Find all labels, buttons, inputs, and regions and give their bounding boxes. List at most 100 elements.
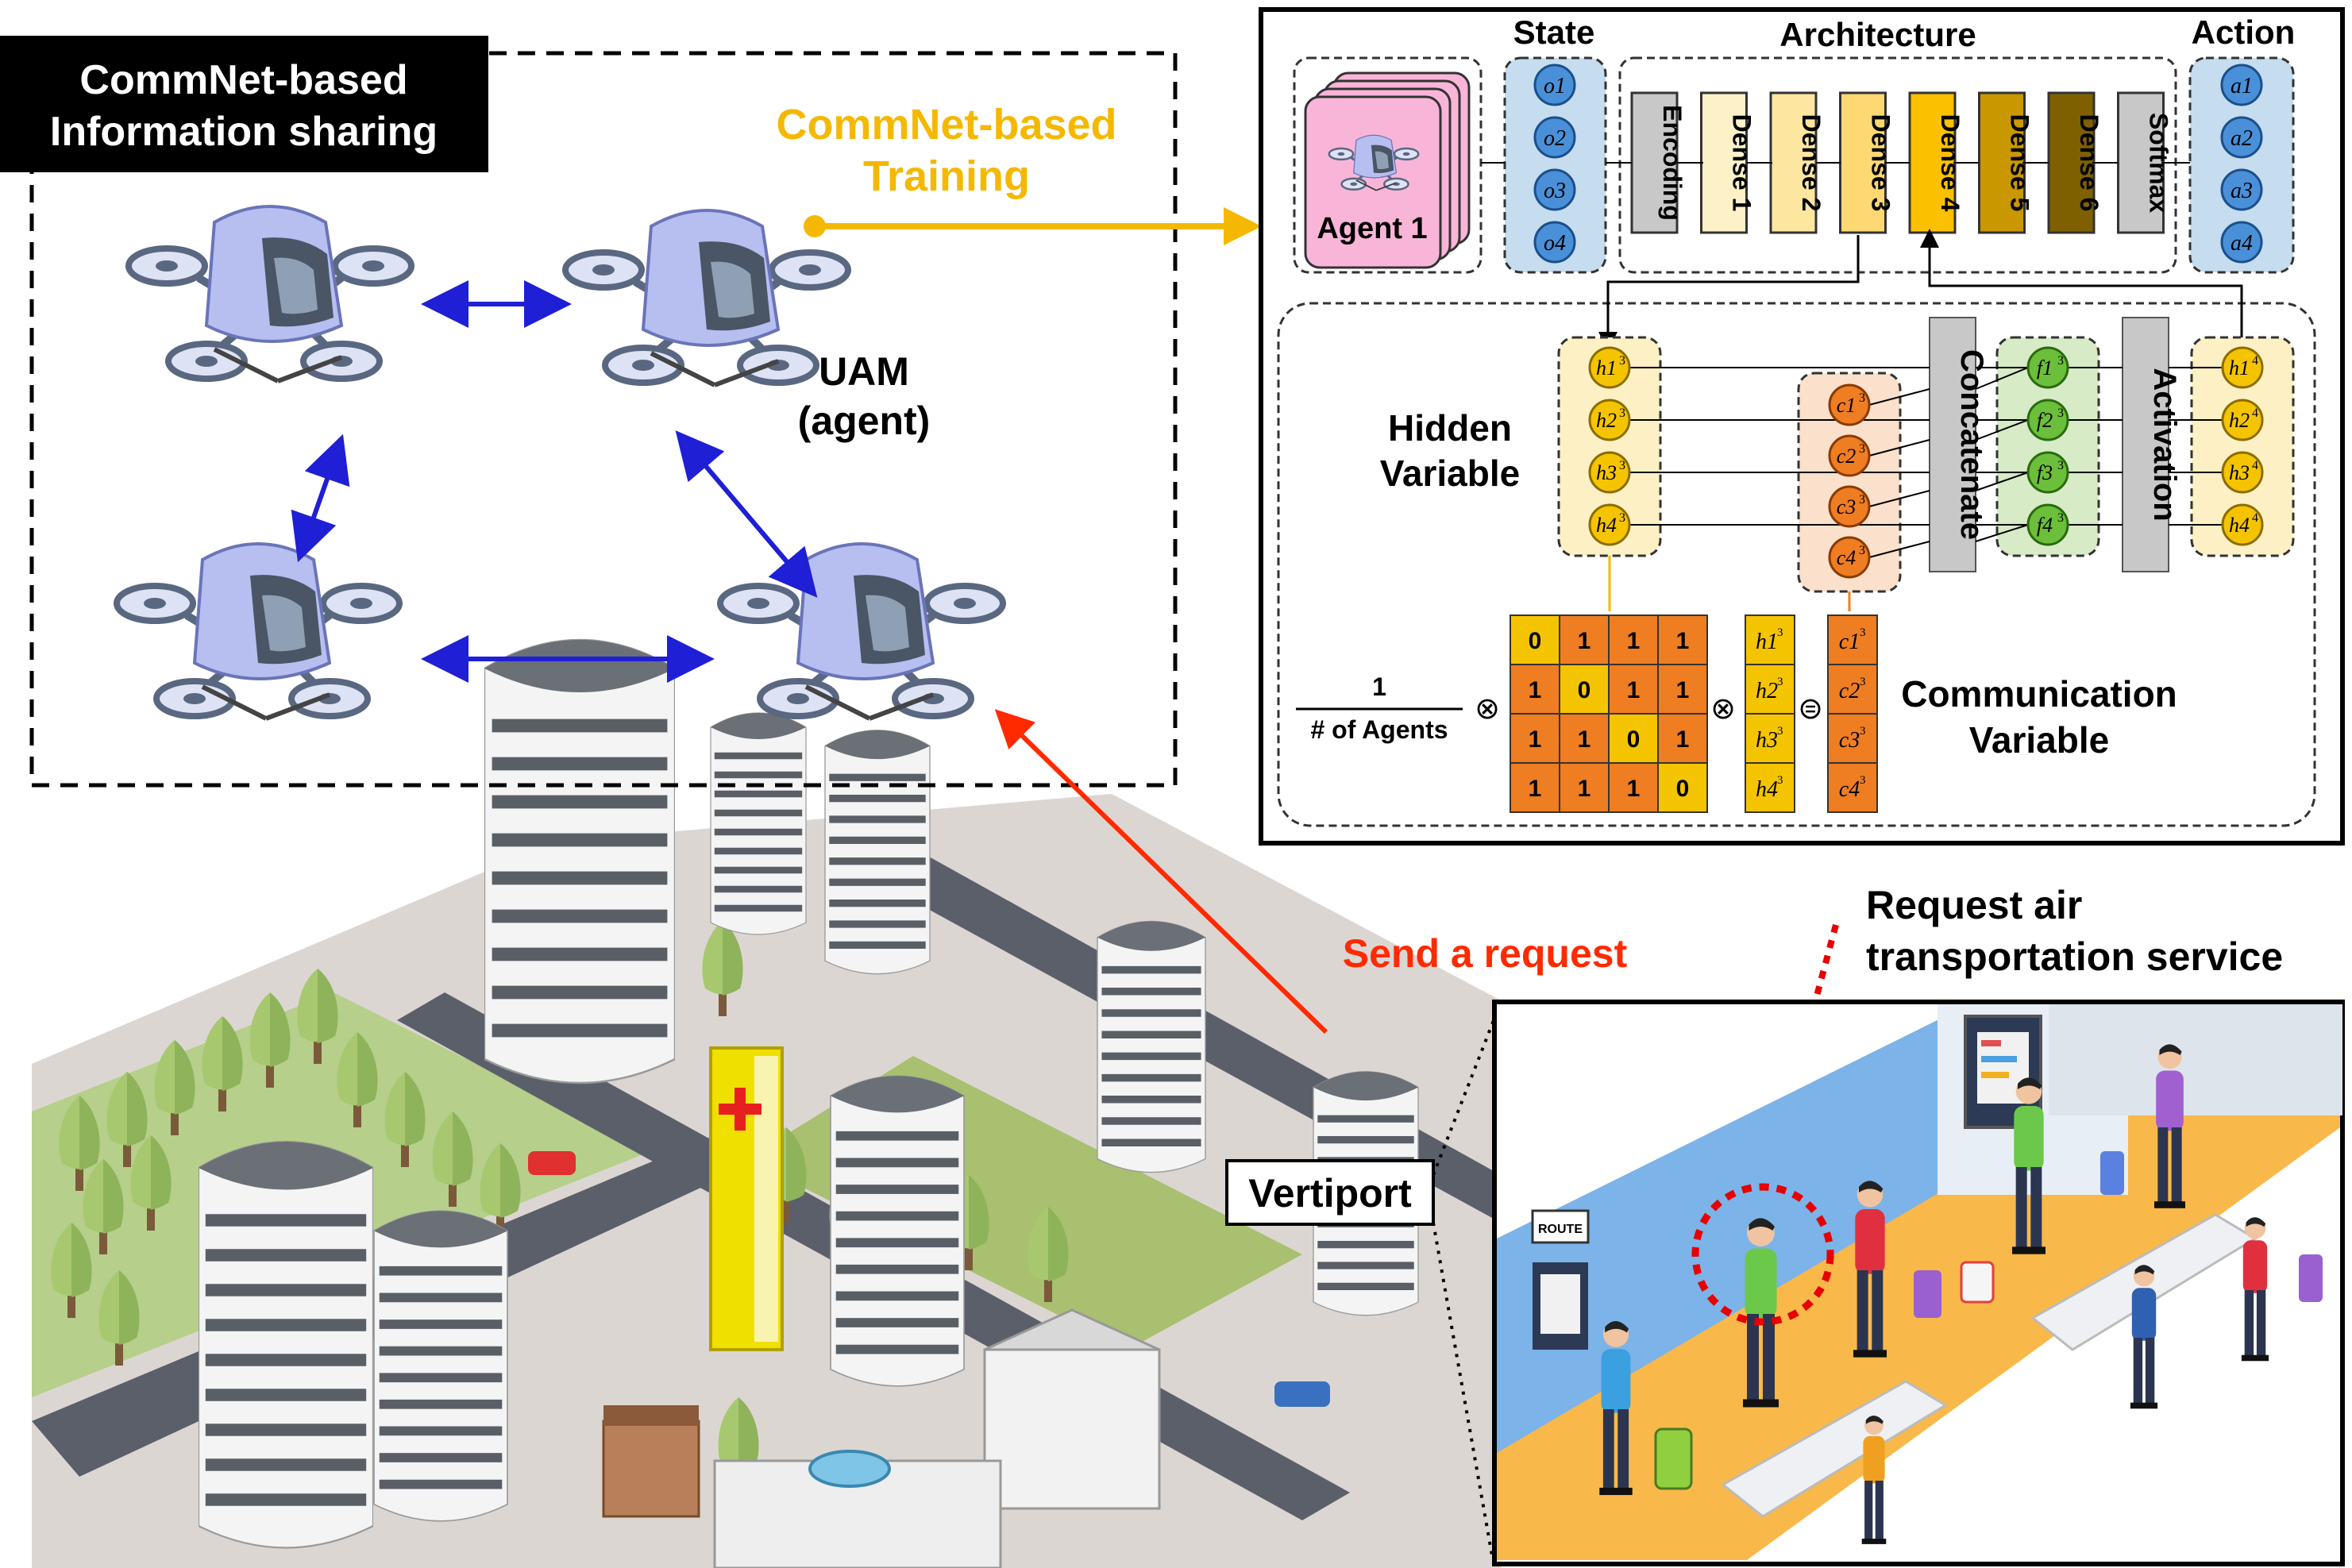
action-node-2: a2 [2231, 126, 2253, 151]
output-node-1 [2221, 346, 2264, 389]
comm-vector-cell-4 [1827, 762, 1878, 813]
hidden-node-4 [1588, 503, 1631, 546]
arrow-diagonal [675, 430, 818, 598]
uam-label-line2: (agent) [798, 399, 931, 443]
comm-node-2-sup: 3 [1859, 442, 1865, 456]
output-node-4-sup: 4 [2252, 511, 2258, 525]
action-node-1: a1 [2231, 74, 2253, 98]
matrix-cell-2-0 [1510, 713, 1560, 764]
comm-label-line1: Communication [1901, 673, 2177, 715]
dense3-to-hidden [1598, 235, 1860, 351]
agent-stack [1304, 71, 1471, 269]
hidden-vector-label-2: h2 [1756, 679, 1778, 703]
matrix-value-0-3: 1 [1676, 628, 1690, 654]
hidden-column [1557, 336, 1662, 557]
training-label-line1: CommNet-based [776, 101, 1116, 148]
uam-drone-top-right [565, 210, 848, 385]
f-node-4-sup: 3 [2057, 511, 2064, 525]
zoom-line-top [1432, 1011, 1498, 1176]
matrix-value-3-0: 1 [1529, 776, 1542, 802]
equals-symbol: ⊜ [1798, 692, 1823, 726]
hidden-node-2-sup: 3 [1619, 406, 1625, 420]
hidden-vector-sup-4: 3 [1777, 774, 1783, 787]
info-sharing-title-bg [0, 36, 488, 172]
state-node-2: o2 [1544, 126, 1566, 151]
hidden-vector-cell-1 [1745, 614, 1795, 665]
comm-vector-sup-2: 3 [1860, 676, 1866, 688]
matrix-cell-0-3 [1657, 614, 1708, 665]
hidden-node-1-label: h1 [1596, 356, 1617, 379]
hidden-vector-cell-4 [1745, 762, 1795, 813]
arrow-left [291, 433, 350, 563]
matrix-value-2-1: 1 [1578, 726, 1591, 753]
comm-vector-label-4: c4 [1839, 777, 1860, 802]
hidden-node-3 [1588, 451, 1631, 494]
hidden-node-4-sup: 3 [1619, 511, 1625, 525]
hidden-node-3-label: h3 [1596, 461, 1617, 484]
matrix-value-1-0: 1 [1529, 677, 1542, 703]
matrix-cell-3-2 [1608, 762, 1659, 813]
times-symbol-2: ⊗ [1710, 692, 1736, 726]
vertiport-label-box [1225, 1159, 1435, 1226]
comm-vector-label-2: c2 [1839, 679, 1860, 703]
activation-label: Activation [2147, 368, 2182, 521]
hidden-vector-cell-2 [1745, 664, 1795, 715]
state-heading: State [1513, 13, 1595, 51]
uam-drone-bottom-left [117, 544, 399, 719]
action-column [2188, 56, 2295, 274]
hidden-node-4-label: h4 [1596, 514, 1617, 537]
comm-node-4-sup: 3 [1859, 544, 1865, 557]
output-node-4-label: h4 [2229, 514, 2250, 537]
vertiport-interior: ROUTE [1492, 1000, 2345, 1566]
output-node-3 [2221, 451, 2264, 494]
comm-vector-label-3: c3 [1839, 728, 1860, 753]
comm-node-3-sup: 3 [1859, 493, 1865, 507]
matrix-value-1-2: 1 [1627, 677, 1641, 703]
route-sign-label: ROUTE [1538, 1223, 1583, 1236]
activation-block [2122, 317, 2169, 572]
matrix-cell-0-1 [1559, 614, 1610, 665]
comm-node-4-label: c4 [1837, 546, 1857, 569]
request-highlight-circle [1691, 1183, 1834, 1326]
hidden-node-3-sup: 3 [1619, 459, 1625, 472]
action-node-3: a3 [2231, 179, 2253, 203]
matrix-cell-2-2 [1608, 713, 1659, 764]
comm-vector-cell-3 [1827, 713, 1878, 764]
f-node-1-label: f1 [2037, 356, 2053, 379]
request-label-line2: transportation service [1866, 934, 2283, 979]
edge-concat-comm-1 [1975, 367, 2029, 390]
matrix-value-0-0: 0 [1529, 628, 1542, 654]
hidden-vector-label-4: h4 [1756, 777, 1778, 802]
action-nodes: a1 a2 a3 a4 [2220, 64, 2263, 264]
buildings [199, 640, 1418, 1568]
edge-comm-2 [1868, 439, 1930, 457]
output-node-2-label: h2 [2229, 409, 2250, 432]
output-node-2-sup: 4 [2252, 406, 2258, 420]
uam-drone-bottom-right [720, 544, 1003, 719]
comm-node-2-label: c2 [1837, 445, 1857, 468]
edge-concat-comm-2 [1975, 419, 2029, 441]
state-column [1503, 56, 1607, 274]
f-node-2-sup: 3 [2057, 406, 2064, 420]
architecture-heading: Architecture [1779, 16, 1976, 53]
output-node-1-label: h1 [2229, 356, 2250, 379]
route-sign [1531, 1209, 1590, 1244]
comm-node-2 [1828, 434, 1871, 477]
hidden-vector-sup-2: 3 [1777, 676, 1783, 688]
comm-node-3 [1828, 485, 1871, 528]
output-node-2 [2221, 399, 2264, 441]
matrix-value-2-0: 1 [1529, 726, 1542, 753]
hidden-label-line1: Hidden [1388, 407, 1512, 449]
comm-vector-label-1: c1 [1839, 630, 1860, 654]
matrix-value-0-1: 1 [1578, 628, 1591, 654]
layer-softmax [2117, 91, 2165, 234]
hidden-node-2 [1588, 399, 1631, 441]
low-building [983, 1348, 1161, 1510]
concatenate-label: Concatenate [1954, 349, 1989, 540]
comm-vector-sup-4: 3 [1860, 774, 1866, 787]
matrix-cell-3-3 [1657, 762, 1708, 813]
f-node-3 [2026, 451, 2069, 494]
f-node-4-label: f4 [2037, 514, 2053, 537]
